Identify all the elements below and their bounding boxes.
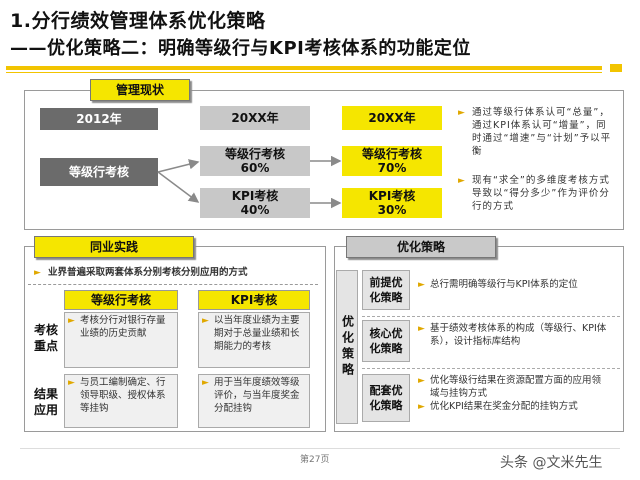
arrow-to-mid-kpi xyxy=(157,171,200,203)
strategy-bullet: ► xyxy=(418,324,425,334)
peer-col-grade: 等级行考核 xyxy=(64,290,178,310)
note-bullet-2: ► xyxy=(458,176,465,186)
status-note-2: 现有“求全”的多维度考核方式导致以“得分多少”作为评价分行的方式 xyxy=(472,175,610,212)
status-label: 管理现状 xyxy=(90,79,190,101)
strategy-premise-text: 总行需明确等级行与KPI体系的定位 xyxy=(430,279,578,290)
peer-cell-r1c2-bg xyxy=(198,312,310,368)
year-target-box: 20XX年 xyxy=(342,106,442,130)
footer-rule xyxy=(20,448,620,449)
strategy-core-text: 基于绩效考核体系的构成（等级行、KPI体系），设计指标库结构 xyxy=(430,323,607,347)
strategy-extra-text: 优化KPI结果在奖金分配的挂钩方式 xyxy=(430,401,578,412)
peer-cell-r2c1: 与员工编制确定、行领导职级、授权体系等挂钩 xyxy=(80,377,166,414)
strategy-bullet: ► xyxy=(418,280,425,290)
strategy-label: 优化策略 xyxy=(346,236,496,258)
strategy-dash-2 xyxy=(362,368,620,369)
arrow-to-mid-grade xyxy=(157,159,200,173)
title-divider xyxy=(6,66,602,70)
peer-cell-r2c2-bg xyxy=(198,374,310,428)
status-panel xyxy=(24,90,624,230)
year-2012-box: 2012年 xyxy=(40,108,158,130)
strategy-bullet: ► xyxy=(418,376,425,386)
peer-intro: 业界普遍采取两套体系分别考核分别应用的方式 xyxy=(48,267,248,278)
strategy-premise-label: 前提优化策略 xyxy=(362,270,410,310)
peer-cell-r1c1: 考核分行对银行存量业绩的历史贡献 xyxy=(80,315,166,339)
corner-square xyxy=(610,64,622,72)
peer-cell-bullet: ► xyxy=(68,316,75,326)
grade-system-box: 等级行考核 xyxy=(40,158,158,186)
peer-dash-line xyxy=(28,284,318,285)
status-note-1: 通过等级行体系认可“总量”，通过KPI体系认可“增量”，同时通过“增速”与“计划… xyxy=(472,107,612,157)
peer-label: 同业实践 xyxy=(34,236,194,258)
peer-row2-label: 结果应用 xyxy=(33,387,58,417)
peer-col-kpi: KPI考核 xyxy=(198,290,310,310)
strategy-dash-1 xyxy=(362,316,620,317)
watermark: 头条 @文米先生 xyxy=(500,455,603,471)
peer-cell-r1c1-bg xyxy=(64,312,178,368)
strategy-support-text: 优化等级行结果在资源配置方面的应用领域与挂钩方式 xyxy=(430,375,602,399)
page-number: 第27页 xyxy=(300,455,330,465)
strategy-support-label: 配套优化策略 xyxy=(362,374,410,422)
peer-cell-r1c2: 以当年度业绩为主要期对于总量业绩和长期能力的考核 xyxy=(214,315,300,352)
peer-cell-bullet: ► xyxy=(68,378,75,388)
peer-bullet: ► xyxy=(34,268,41,278)
peer-row1-label: 考核重点 xyxy=(33,323,58,353)
strategy-side-label: 优化策略 xyxy=(336,270,358,424)
page-title: 1.分行绩效管理体系优化策略 xyxy=(10,10,266,32)
peer-cell-bullet: ► xyxy=(202,378,209,388)
title-divider-thin xyxy=(6,72,602,73)
peer-cell-r2c1-bg xyxy=(64,374,178,428)
peer-cell-bullet: ► xyxy=(202,316,209,326)
year-mid-box: 20XX年 xyxy=(200,106,310,130)
peer-cell-r2c2: 用于当年度绩效等级评价，与当年度奖金分配挂钩 xyxy=(214,377,300,414)
strategy-bullet: ► xyxy=(418,402,425,412)
note-bullet-1: ► xyxy=(458,108,465,118)
page-subtitle: ——优化策略二：明确等级行与KPI考核体系的功能定位 xyxy=(10,38,471,59)
strategy-core-label: 核心优化策略 xyxy=(362,320,410,362)
